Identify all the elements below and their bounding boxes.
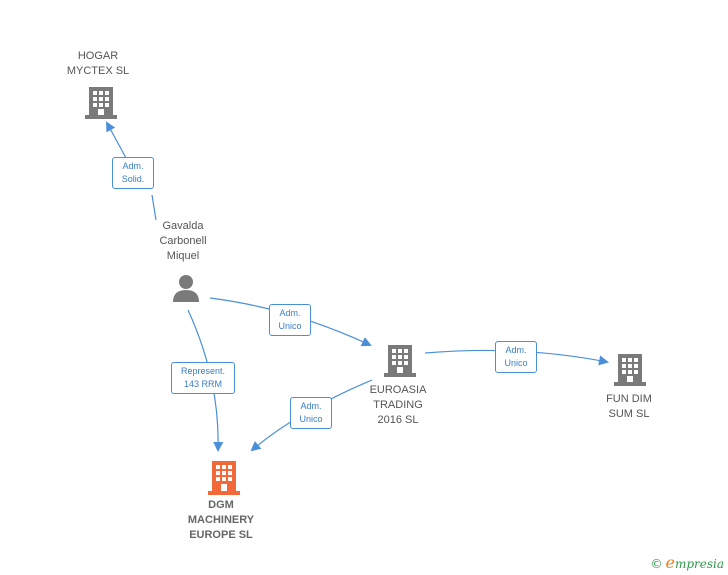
label-line: MYCTEX SL bbox=[66, 65, 130, 77]
company-label-hogar[interactable]: HOGAR MYCTEX SL bbox=[48, 49, 148, 79]
edge-label-line: Adm. bbox=[505, 345, 527, 355]
label-line: 2016 SL bbox=[377, 414, 419, 426]
label-line: Gavalda bbox=[162, 220, 204, 232]
label-line: Carbonell bbox=[159, 235, 207, 247]
edge-label-line: Adm. bbox=[279, 308, 301, 318]
edge-label-line: Unico bbox=[299, 414, 323, 424]
person-icon[interactable] bbox=[171, 274, 201, 302]
company-label-dgm[interactable]: DGM MACHINERY EUROPE SL bbox=[166, 498, 276, 543]
brand-name: mpresia bbox=[674, 557, 724, 571]
label-line: TRADING bbox=[373, 399, 423, 411]
main-company-building-icon[interactable] bbox=[208, 459, 240, 495]
edge-label-line: Solid. bbox=[121, 174, 145, 184]
edge-label-euroasia-fundim[interactable]: Adm. Unico bbox=[495, 341, 537, 373]
edge-label-line: Represent. bbox=[180, 366, 226, 376]
building-icon[interactable] bbox=[614, 352, 646, 386]
label-line: SUM SL bbox=[608, 408, 650, 420]
edge-label-line: Adm. bbox=[122, 161, 144, 171]
company-label-euroasia[interactable]: EUROASIA TRADING 2016 SL bbox=[348, 383, 448, 428]
label-line: EUROPE SL bbox=[189, 529, 253, 541]
company-label-fundim[interactable]: FUN DIM SUM SL bbox=[579, 392, 679, 422]
edge-label-euroasia-dgm[interactable]: Adm. Unico bbox=[290, 397, 332, 429]
brand-initial: e bbox=[665, 553, 675, 572]
label-line: EUROASIA bbox=[369, 384, 427, 396]
copyright-icon: © bbox=[650, 557, 663, 571]
edge-label-gavalda-hogar[interactable]: Adm. Solid. bbox=[112, 157, 154, 189]
building-icon[interactable] bbox=[384, 343, 416, 377]
edge-label-line: 143 RRM bbox=[183, 379, 222, 389]
edge-label-line: Unico bbox=[504, 358, 528, 368]
label-line: HOGAR bbox=[77, 50, 119, 62]
label-line: MACHINERY bbox=[187, 514, 255, 526]
edge-label-line: Adm. bbox=[300, 401, 322, 411]
edge-label-line: Unico bbox=[278, 321, 302, 331]
person-label-gavalda[interactable]: Gavalda Carbonell Miquel bbox=[133, 219, 233, 264]
label-line: DGM bbox=[208, 499, 234, 511]
label-line: Miquel bbox=[166, 250, 200, 262]
brand-footer: ©empresia bbox=[650, 553, 724, 572]
edge-label-gavalda-dgm[interactable]: Represent. 143 RRM bbox=[171, 362, 235, 394]
building-icon[interactable] bbox=[85, 85, 117, 119]
edge-label-gavalda-euroasia[interactable]: Adm. Unico bbox=[269, 304, 311, 336]
edge-gavalda-hogar bbox=[107, 123, 157, 221]
label-line: FUN DIM bbox=[606, 393, 652, 405]
